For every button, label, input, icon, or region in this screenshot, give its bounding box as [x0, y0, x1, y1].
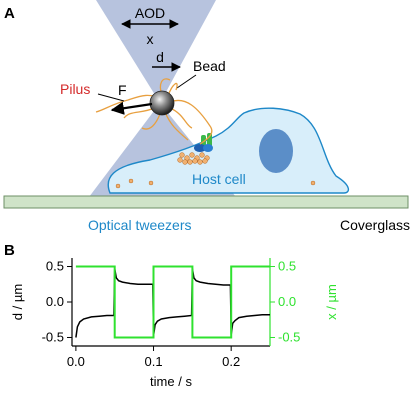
- aod-label: AOD: [135, 5, 165, 21]
- y-right-axis-label: x / µm: [324, 284, 339, 320]
- y-axis-label: d / µm: [10, 284, 25, 320]
- y-tick-label: -0.5: [42, 329, 64, 344]
- cell-granules: [115, 152, 316, 189]
- bead: [149, 90, 175, 116]
- x-tick-label: 0.1: [144, 354, 162, 369]
- y-tick-label: 0.0: [46, 294, 64, 309]
- force-label: F: [118, 82, 127, 98]
- bead-displacement-line: [75, 268, 270, 338]
- pilus-label: Pilus: [60, 81, 90, 97]
- coverglass-label: Coverglass: [340, 217, 410, 233]
- d-label: d: [156, 49, 164, 65]
- trap-position-line: [75, 265, 270, 339]
- x-label: x: [147, 31, 154, 47]
- coverglass: [3, 195, 409, 209]
- y-tick-label: 0.5: [46, 259, 64, 274]
- force-arrow: [110, 101, 153, 115]
- x-axis-label: time / s: [150, 374, 192, 389]
- x-tick-label: 0.2: [222, 354, 240, 369]
- bead-pointer: [176, 74, 197, 89]
- nucleus: [259, 129, 293, 173]
- panel-a: A AOD x d Bead: [3, 0, 410, 233]
- y-right-tick-label: -0.5: [278, 329, 300, 344]
- x-tick-label: 0.0: [67, 354, 85, 369]
- pilus-pointer: [97, 93, 125, 102]
- panel-label-b: B: [4, 242, 15, 259]
- panel-label-a: A: [4, 5, 15, 22]
- host-cell-label: Host cell: [192, 171, 246, 187]
- host-cell: [107, 107, 350, 194]
- y-right-tick-label: 0.5: [278, 259, 296, 274]
- y-right-tick-label: 0.0: [278, 294, 296, 309]
- bead-label: Bead: [193, 58, 226, 74]
- optical-tweezers-label: Optical tweezers: [88, 217, 191, 233]
- receptor-proteins: [194, 133, 213, 152]
